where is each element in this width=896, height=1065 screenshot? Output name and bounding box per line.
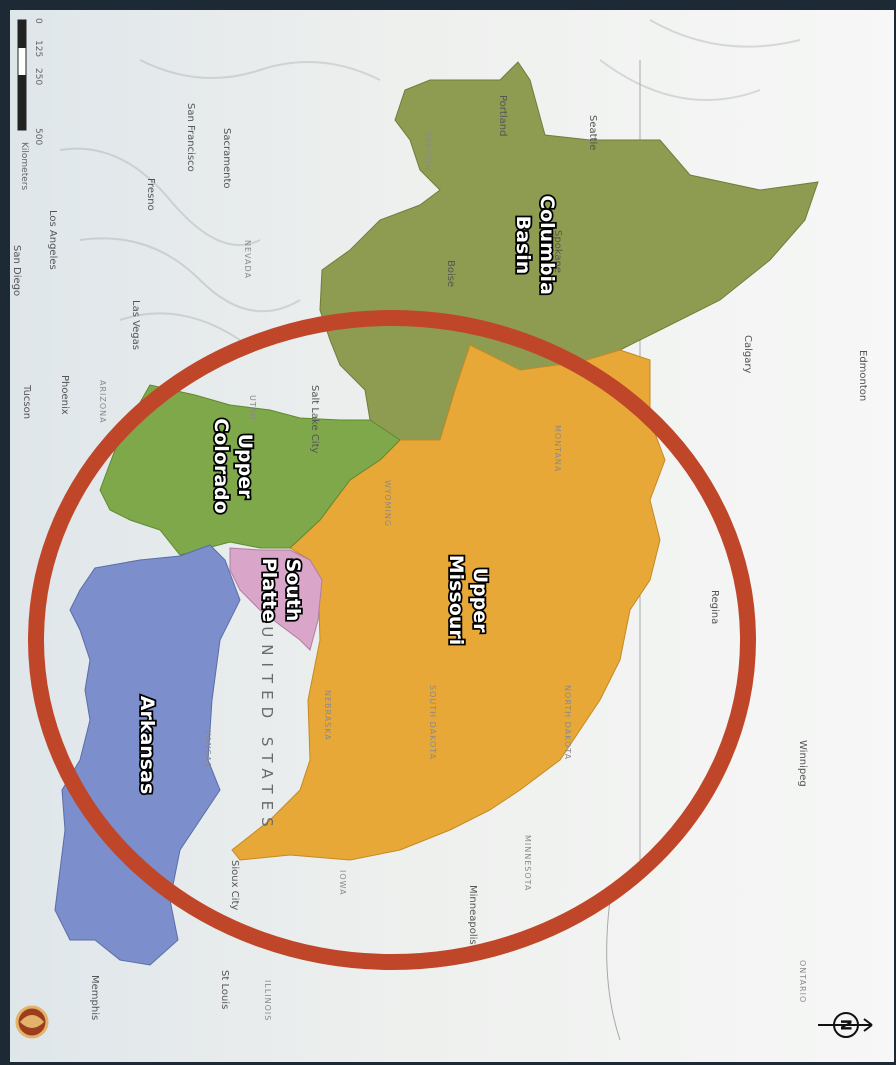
state-iowa: IOWA	[338, 870, 347, 896]
state-ontario: ONTARIO	[798, 960, 807, 1003]
region-label-columbia-basin: Columbia Basin	[510, 193, 560, 296]
state-arizona: ARIZONA	[98, 380, 107, 424]
label-columbia-line2: Basin	[512, 216, 534, 275]
city-seattle: Seattle	[587, 115, 598, 150]
city-spokane: Spokane	[552, 230, 563, 273]
label-colorado-line2: Colorado	[210, 418, 232, 513]
state-labels: MONTANA WYOMING NEBRASKA KANSAS MINNESOT…	[98, 130, 807, 1021]
label-columbia-line1: Columbia	[536, 195, 558, 295]
state-montana: MONTANA	[553, 425, 562, 472]
state-north-dakota: NORTH DAKOTA	[563, 685, 572, 760]
label-platte-line1: South	[282, 559, 304, 622]
city-st-louis: St Louis	[219, 970, 230, 1009]
city-edmonton: Edmonton	[857, 350, 868, 401]
city-winnipeg: Winnipeg	[797, 740, 808, 787]
country-label: UNITED STATES	[258, 626, 276, 833]
city-regina: Regina	[709, 590, 720, 624]
state-oregon: OREGON	[423, 130, 432, 171]
region-label-south-platte: South Platte	[256, 556, 306, 624]
city-boise: Boise	[445, 260, 456, 287]
region-upper-colorado[interactable]	[99, 384, 401, 556]
label-missouri-line2: Missouri	[445, 555, 467, 646]
city-las-vegas: Las Vegas	[130, 300, 141, 350]
city-fresno: Fresno	[145, 178, 156, 211]
city-sacramento: Sacramento	[221, 128, 232, 188]
region-label-arkansas: Arkansas	[134, 694, 160, 796]
city-sioux-city: Sioux City	[229, 860, 240, 910]
scale-bar: 0 125 250 500 Kilometers	[17, 18, 43, 190]
region-label-upper-missouri: Upper Missouri	[443, 553, 493, 647]
highlight-circle	[28, 310, 756, 970]
scale-tick-500: 500	[33, 128, 43, 145]
scale-unit: Kilometers	[19, 142, 29, 190]
city-san-diego: San Diego	[11, 245, 22, 296]
agency-logo-icon	[15, 1005, 49, 1039]
state-nevada: NEVADA	[243, 240, 252, 279]
city-los-angeles: Los Angeles	[47, 210, 58, 270]
state-kansas: KANSAS	[203, 730, 212, 768]
north-label: N	[837, 1019, 853, 1031]
region-arkansas[interactable]	[54, 544, 241, 966]
scale-tick-250: 250	[33, 68, 43, 85]
city-san-francisco: San Francisco	[185, 103, 196, 172]
label-missouri-line1: Upper	[469, 568, 491, 634]
label-colorado-line1: Upper	[234, 434, 256, 500]
city-memphis: Memphis	[89, 975, 100, 1020]
scale-tick-0: 0	[33, 18, 43, 24]
north-arrow-icon: N	[818, 1012, 873, 1038]
label-arkansas: Arkansas	[136, 696, 158, 795]
city-salt-lake-city: Salt Lake City	[309, 385, 320, 454]
state-wyoming: WYOMING	[383, 480, 392, 527]
city-tucson: Tucson	[21, 384, 32, 419]
scale-tick-125: 125	[33, 40, 43, 57]
region-south-platte[interactable]	[229, 547, 323, 651]
state-illinois: ILLINOIS	[263, 980, 272, 1021]
city-minneapolis: Minneapolis	[467, 885, 478, 945]
state-utah: UTAH	[248, 395, 257, 421]
label-platte-line2: Platte	[258, 558, 280, 622]
state-south-dakota: SOUTH DAKOTA	[428, 685, 437, 760]
terrain-shading	[59, 19, 801, 341]
city-calgary: Calgary	[742, 335, 753, 373]
city-portland: Portland	[497, 95, 508, 136]
state-minnesota: MINNESOTA	[523, 835, 532, 891]
region-label-upper-colorado: Upper Colorado	[208, 417, 258, 516]
city-labels: Edmonton Calgary Regina Seattle Spokane …	[11, 95, 868, 1020]
state-nebraska: NEBRASKA	[323, 690, 332, 741]
city-phoenix: Phoenix	[59, 375, 70, 415]
